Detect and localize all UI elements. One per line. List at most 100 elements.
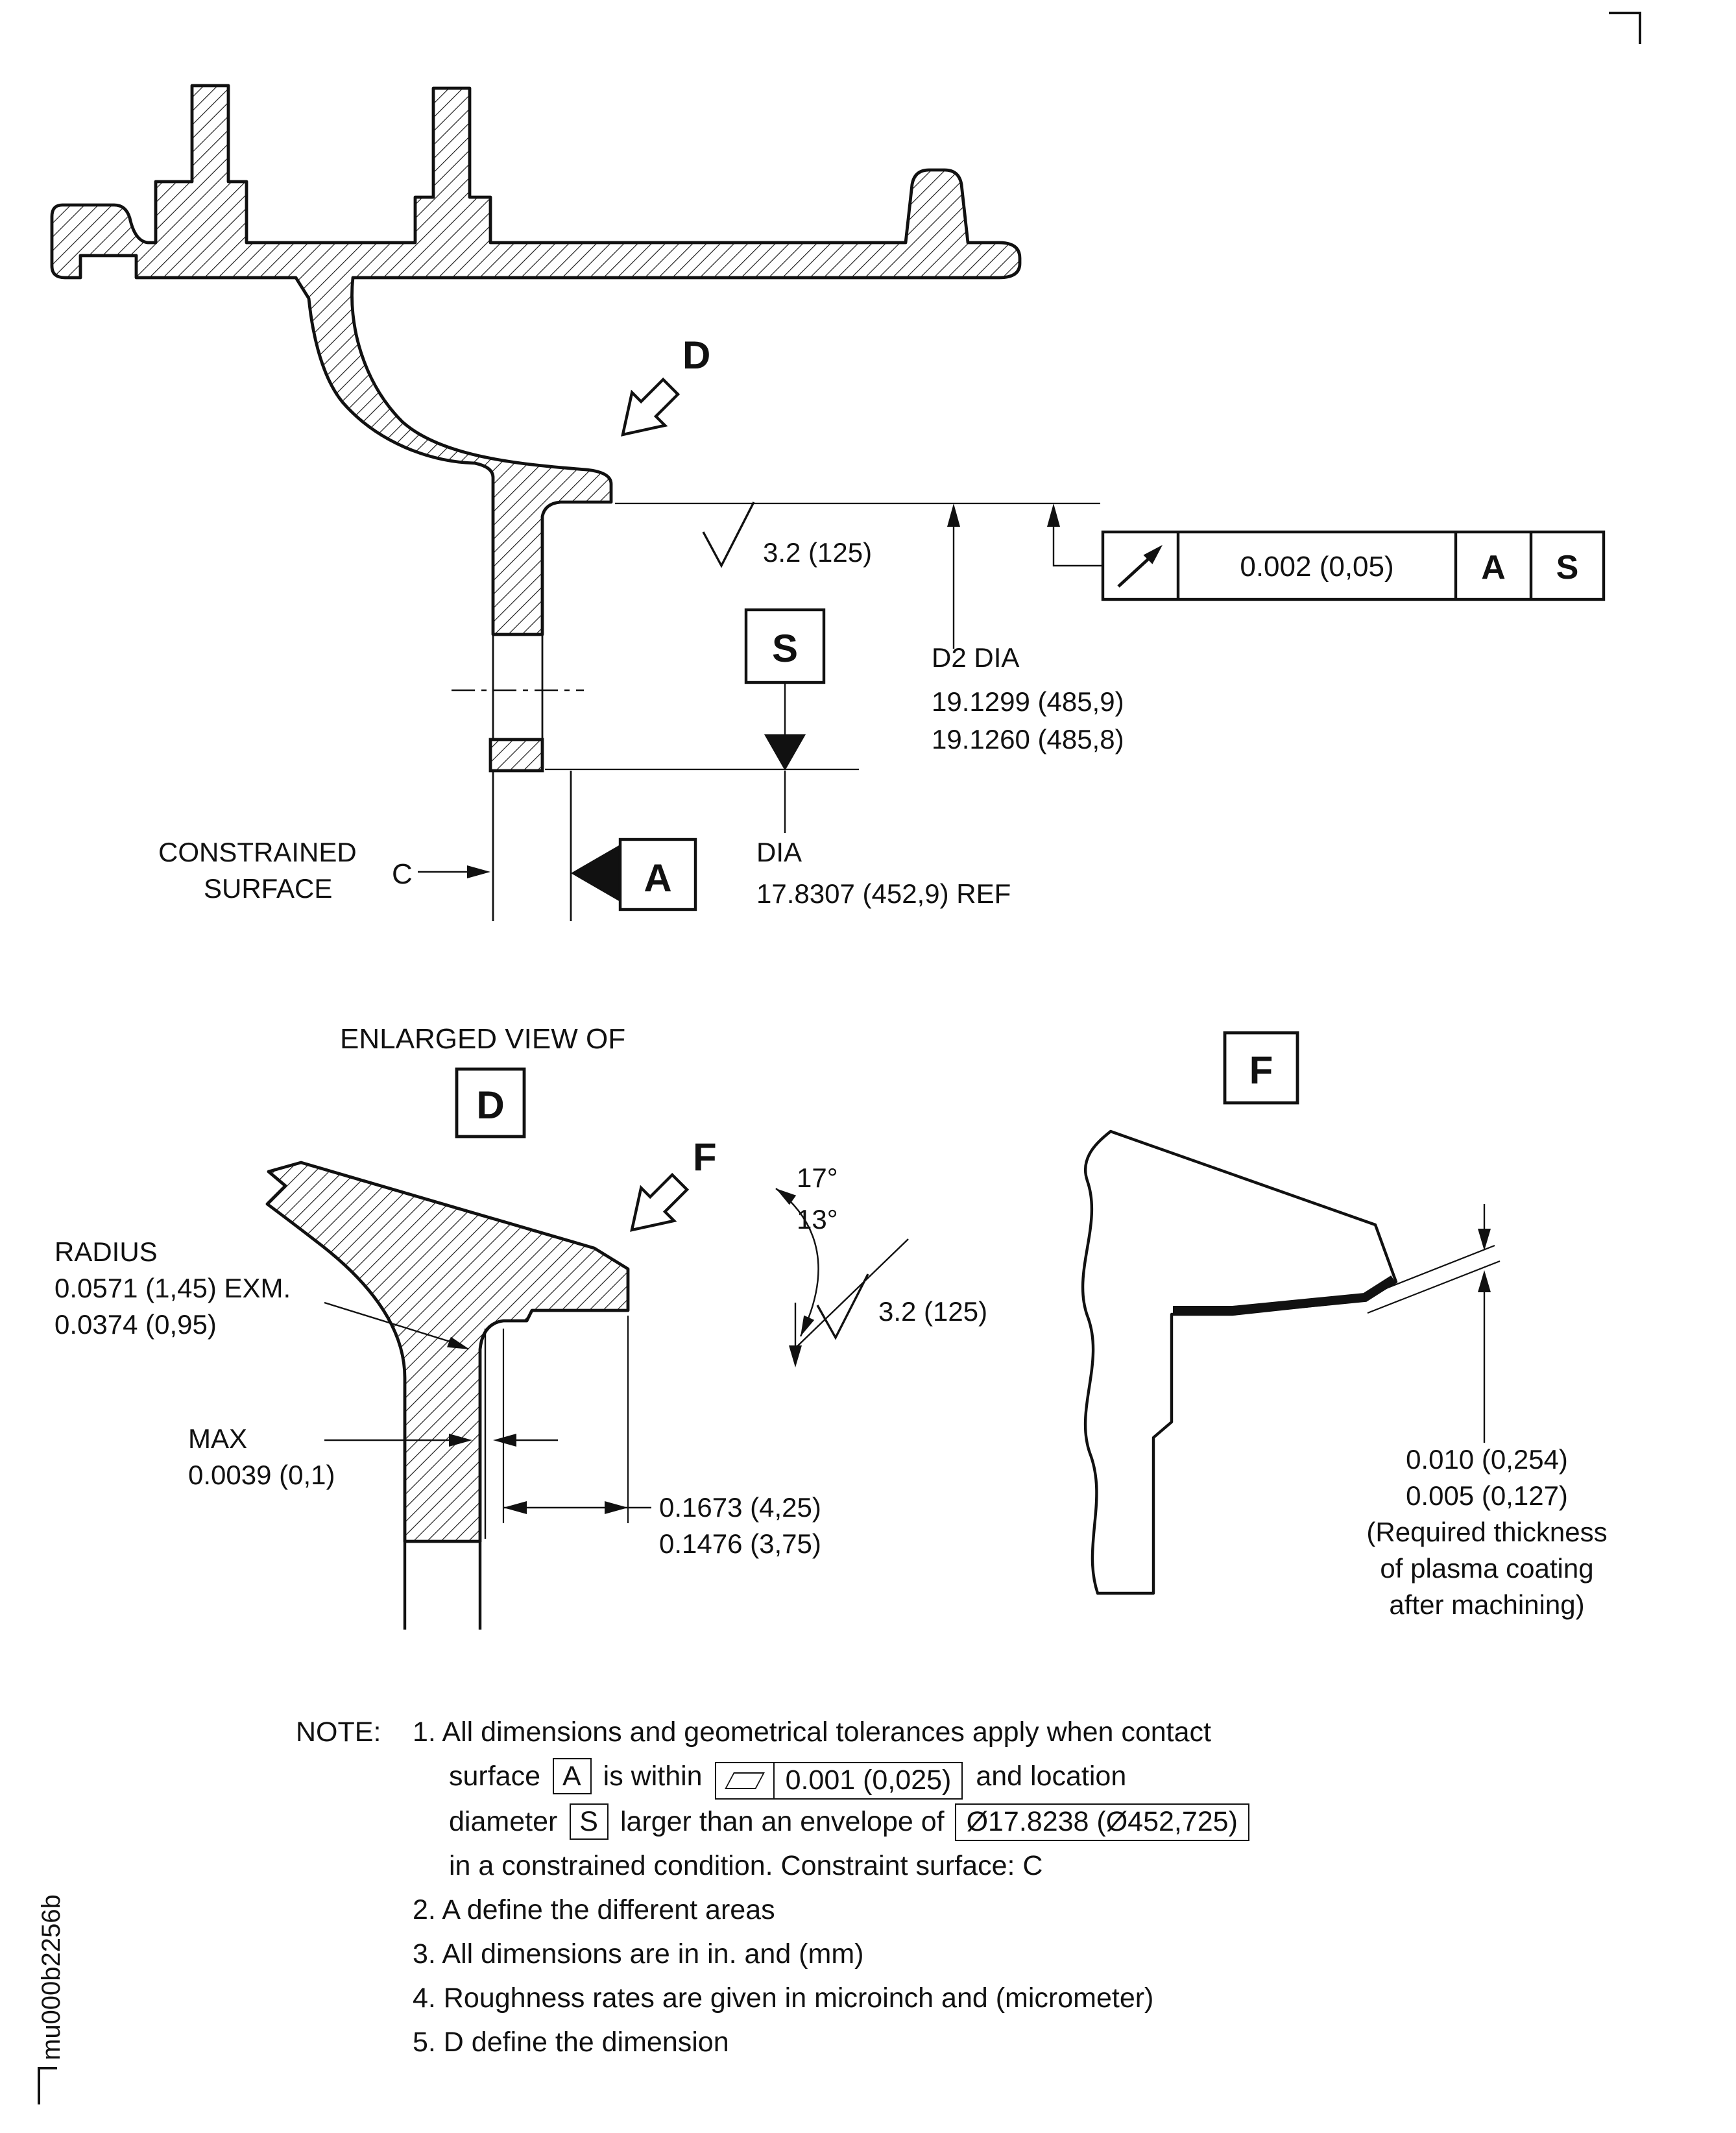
datum-a-label: A [644, 856, 671, 900]
note-flatness-frame: 0.001 (0,025) [715, 1762, 963, 1800]
note-items: 1. All dimensions and geometrical tolera… [413, 1710, 1252, 2064]
note-item-2: 2. A define the different areas [413, 1894, 775, 1925]
dia-value: 17.8307 (452,9) REF [756, 878, 1011, 909]
doc-code: mu000b2256b [37, 1894, 66, 2060]
flatness-value: 0.001 (0,025) [785, 1765, 952, 1796]
note-1-line2: surface A is within 0.001 (0,025) and lo… [413, 1754, 1252, 1800]
enlarged-view-d: ENLARGED VIEW OF D F 17° 13° 3.2 (125) R… [54, 1023, 987, 1630]
view-f-arrow-icon [630, 1172, 690, 1232]
note-1-line3-pre: diameter [449, 1806, 558, 1837]
roughness-detail-value: 3.2 (125) [878, 1296, 987, 1327]
datum-a-triangle-icon [571, 845, 620, 902]
thickness-arrowhead-down-icon [1478, 1229, 1491, 1251]
view-f-label: F [693, 1135, 717, 1179]
d2-value1: 19.1299 (485,9) [932, 686, 1124, 717]
angle-reference-line [793, 1238, 909, 1350]
constrained-surface-line2: SURFACE [204, 873, 332, 904]
coating-note-line3: after machining) [1389, 1589, 1584, 1620]
d2-dia-callout: D2 DIA 19.1299 (485,9) 19.1260 (485,8) [932, 503, 1124, 754]
flatness-icon [725, 1772, 766, 1789]
note-item-1: 1. All dimensions and geometrical tolera… [413, 1710, 1252, 1888]
note-item-5: 5. D define the dimension [413, 2027, 729, 2058]
coating-extension-bottom [1367, 1260, 1501, 1314]
radius-arrowhead-icon [447, 1336, 470, 1349]
surface-roughness-icon [702, 501, 755, 568]
disk-cross-section [50, 84, 1022, 636]
corner-mark-top-right [1609, 12, 1641, 44]
datum-c-label: C [392, 858, 413, 890]
thickness-arrowhead-up-icon [1478, 1270, 1491, 1292]
roughness-value: 3.2 (125) [763, 537, 872, 568]
runout-symbol-icon [1117, 557, 1151, 588]
note-label: NOTE: [296, 1717, 381, 1748]
note-1-line4: in a constrained condition. Constraint s… [449, 1850, 1043, 1881]
d2-value2: 19.1260 (485,8) [932, 724, 1124, 754]
coating-note-line2: of plasma coating [1380, 1553, 1593, 1584]
view-f-box [1223, 1031, 1299, 1105]
top-section-view: D 3.2 (125) 0.002 (0,05) A S D2 DIA 19.1… [50, 84, 1606, 921]
note-item-3: 3. All dimensions are in in. and (mm) [413, 1938, 864, 1970]
enlarged-view-title: ENLARGED VIEW OF [340, 1023, 625, 1055]
flatness-symbol-cell [717, 1763, 775, 1798]
plasma-coating-band [1173, 1275, 1396, 1315]
detail-f-outline [1081, 1129, 1398, 1595]
coating-thickness-value2: 0.005 (0,127) [1406, 1480, 1568, 1511]
datum-s-label: S [772, 627, 798, 670]
view-d-box-label: D [476, 1083, 504, 1127]
hub-cross-section [488, 738, 544, 773]
width-arrowhead-right-icon [605, 1501, 628, 1514]
view-d-label: D [682, 333, 710, 377]
radius-leader [324, 1301, 455, 1344]
datum-s-target: S [744, 608, 826, 833]
view-d-box [455, 1067, 526, 1139]
note-1-line3: diameter S larger than an envelope of Ø1… [413, 1800, 1252, 1844]
note-1-line2-post: and location [976, 1761, 1127, 1792]
note-1-line2-mid: is within [603, 1761, 703, 1792]
angle-arrowhead-top-icon [776, 1188, 797, 1205]
radius-value2: 0.0374 (0,95) [54, 1309, 217, 1340]
max-arrowhead-right-icon [493, 1434, 516, 1447]
note-item-4: 4. Roughness rates are given in microinc… [413, 1982, 1154, 2014]
fcf-datum2: S [1556, 549, 1579, 586]
datum-c-arrowhead-icon [467, 865, 490, 878]
note-envelope-box: Ø17.8238 (Ø452,725) [954, 1803, 1249, 1841]
corner-mark-bottom-left [38, 2067, 57, 2104]
notes-section: NOTE: 1. All dimensions and geometrical … [296, 1710, 1541, 2064]
max-arrowhead-left-icon [449, 1434, 472, 1447]
fcf-leader-arrowhead-icon [1047, 503, 1060, 527]
surface-roughness-detail-icon [816, 1273, 869, 1340]
note-datum-s-box: S [569, 1803, 609, 1840]
datum-s-triangle-icon [764, 734, 806, 771]
angle-value-2: 13° [797, 1204, 838, 1235]
angle-value-1: 17° [797, 1163, 838, 1193]
runout-arrowhead-icon [1143, 545, 1163, 564]
radius-label: RADIUS [54, 1236, 158, 1267]
view-f: F 0.010 (0,254) 0.005 (0,127) (Required … [1081, 1031, 1608, 1620]
note-datum-a-box: A [552, 1758, 592, 1794]
angle-arc [775, 1188, 819, 1337]
angle-tick-arrowhead-icon [789, 1345, 802, 1368]
width-value2: 0.1476 (3,75) [659, 1528, 821, 1559]
width-value1: 0.1673 (4,25) [659, 1492, 821, 1523]
dia-label: DIA [756, 837, 802, 867]
note-1-line3-mid: larger than an envelope of [620, 1806, 945, 1837]
max-value: 0.0039 (0,1) [188, 1460, 335, 1490]
angle-arrowhead-bottom-icon [801, 1315, 815, 1336]
fcf-datum1: A [1481, 549, 1506, 586]
fcf-tolerance: 0.002 (0,05) [1240, 551, 1393, 583]
coating-note-line1: (Required thickness [1366, 1517, 1607, 1547]
d2-arrowhead-icon [947, 503, 960, 527]
note-1-line1: 1. All dimensions and geometrical tolera… [413, 1717, 1211, 1748]
view-d-arrow-icon [621, 377, 681, 437]
width-arrowhead-left-icon [503, 1501, 527, 1514]
detail-d-cross-section [265, 1161, 630, 1543]
constrained-surface-line1: CONSTRAINED [158, 837, 357, 867]
feature-control-frame: 0.002 (0,05) A S [1047, 503, 1606, 601]
view-f-box-label: F [1249, 1048, 1273, 1092]
max-label: MAX [188, 1423, 247, 1454]
radius-value1: 0.0571 (1,45) EXM. [54, 1273, 291, 1303]
note-1-line2-pre: surface [449, 1761, 541, 1792]
coating-extension-top [1359, 1244, 1495, 1300]
